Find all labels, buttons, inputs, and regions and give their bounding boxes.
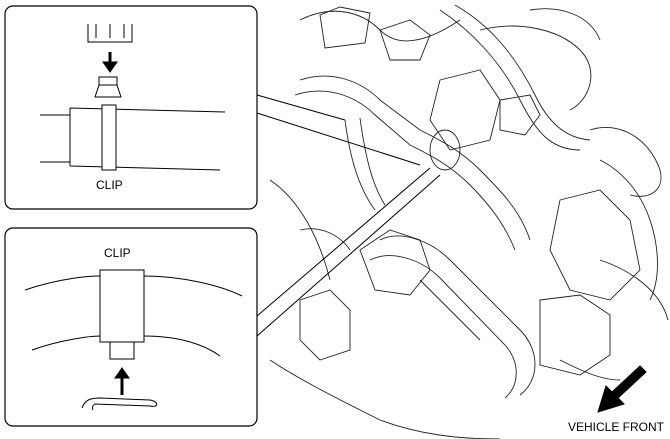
clip-label-bottom: CLIP — [104, 246, 131, 260]
clip-label-top: CLIP — [96, 178, 123, 192]
callout-lines — [256, 94, 441, 337]
detail-box-top — [4, 5, 258, 210]
engine-bay-drawing — [269, 4, 669, 439]
vehicle-front-arrow-icon — [597, 365, 647, 413]
vehicle-front-label: VEHICLE FRONT — [568, 420, 665, 434]
detail-box-bottom — [4, 227, 258, 427]
